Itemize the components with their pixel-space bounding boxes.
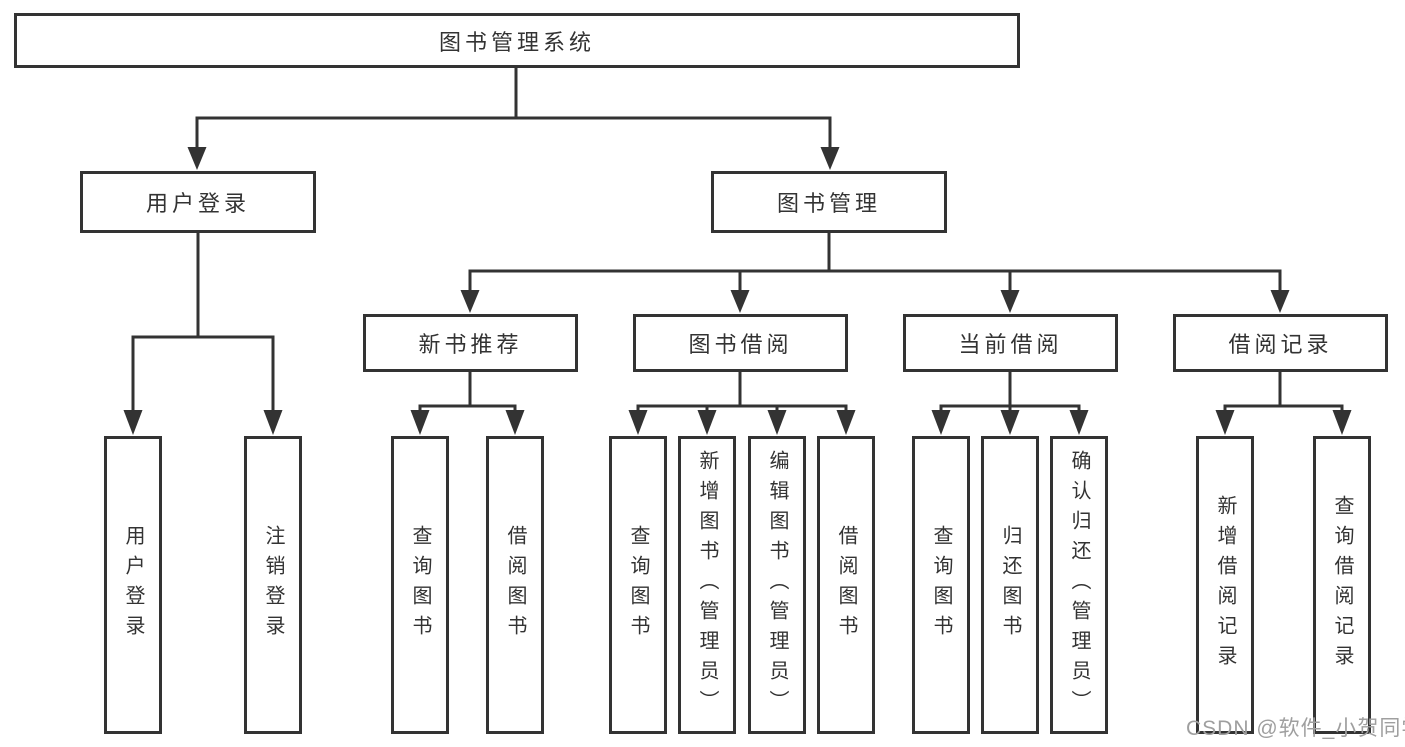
- leaf-query-books-recommend: 查询图书: [391, 436, 449, 734]
- node-current-borrowing: 当前借阅: [903, 314, 1118, 372]
- arrow-down-icon: [1270, 290, 1290, 313]
- node-user-login: 用户登录: [80, 171, 316, 233]
- leaf-user-login: 用户登录: [104, 436, 162, 734]
- arrow-down-icon: [628, 410, 648, 435]
- csdn-watermark: CSDN @软件_小贺同学: [1186, 717, 1405, 740]
- arrow-down-icon: [123, 410, 143, 435]
- arrow-down-icon: [1000, 290, 1020, 313]
- leaf-add-borrow-record: 新增借阅记录: [1196, 436, 1254, 734]
- leaf-query-books-borrowing: 查询图书: [609, 436, 667, 734]
- arrow-down-icon: [836, 410, 856, 435]
- leaf-query-books-current: 查询图书: [912, 436, 970, 734]
- leaf-query-borrow-record: 查询借阅记录: [1313, 436, 1371, 734]
- arrow-down-icon: [1069, 410, 1089, 435]
- arrow-down-icon: [1215, 410, 1235, 435]
- node-library-management-system: 图书管理系统: [14, 13, 1020, 68]
- arrow-down-icon: [263, 410, 283, 435]
- node-new-book-recommend: 新书推荐: [363, 314, 578, 372]
- leaf-borrow-books: 借阅图书: [817, 436, 875, 734]
- arrow-down-icon: [187, 147, 207, 170]
- arrow-down-icon: [460, 290, 480, 313]
- node-book-borrowing: 图书借阅: [633, 314, 848, 372]
- node-book-management: 图书管理: [711, 171, 947, 233]
- arrow-down-icon: [931, 410, 951, 435]
- arrow-down-icon: [730, 290, 750, 313]
- arrow-down-icon: [820, 147, 840, 170]
- arrow-down-icon: [410, 410, 430, 435]
- node-borrowing-records: 借阅记录: [1173, 314, 1388, 372]
- leaf-borrow-books-recommend: 借阅图书: [486, 436, 544, 734]
- leaf-add-books-admin: 新增图书（管理员）: [678, 436, 736, 734]
- leaf-logout: 注销登录: [244, 436, 302, 734]
- arrow-down-icon: [697, 410, 717, 435]
- leaf-confirm-return-admin: 确认归还（管理员）: [1050, 436, 1108, 734]
- leaf-edit-books-admin: 编辑图书（管理员）: [748, 436, 806, 734]
- leaf-return-books: 归还图书: [981, 436, 1039, 734]
- arrow-down-icon: [1332, 410, 1352, 435]
- arrow-down-icon: [767, 410, 787, 435]
- arrow-down-icon: [505, 410, 525, 435]
- arrow-down-icon: [1000, 410, 1020, 435]
